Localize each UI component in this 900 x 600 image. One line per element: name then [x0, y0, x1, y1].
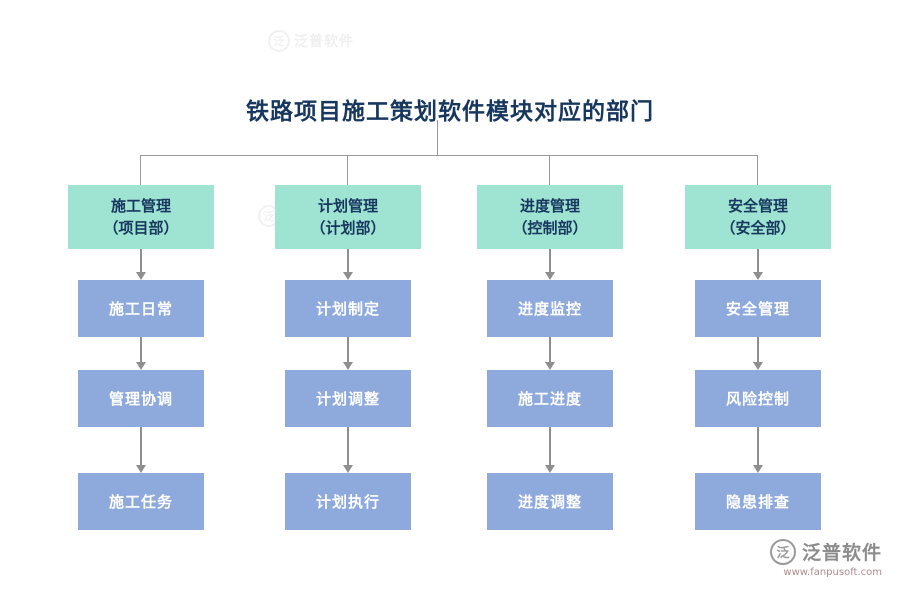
- branch-stub-line: [757, 155, 758, 185]
- branch-horizontal-line: [140, 155, 758, 156]
- module-box: 计划调整: [285, 370, 411, 427]
- dept-header-subtitle: （项目部）: [103, 219, 179, 237]
- column-construction-management: 施工管理 （项目部） 施工日常 管理协调 施工任务: [68, 185, 214, 530]
- dept-header-box: 安全管理 （安全部）: [685, 185, 831, 249]
- dept-header-box: 计划管理 （计划部）: [275, 185, 421, 249]
- background-watermark-icon: 泛 泛普软件: [268, 30, 354, 52]
- fanpu-logo-icon: 泛: [268, 30, 290, 52]
- down-arrow-icon: [343, 427, 353, 473]
- diagram-title: 铁路项目施工策划软件模块对应的部门: [246, 98, 654, 125]
- column-progress-management: 进度管理 （控制部） 进度监控 施工进度 进度调整: [477, 185, 623, 530]
- title-connector-line: [437, 120, 438, 155]
- dept-header-title: 安全管理: [727, 196, 788, 215]
- module-box: 进度调整: [487, 473, 613, 530]
- dept-header-title: 进度管理: [519, 196, 580, 215]
- watermark: 泛 泛普软件 www.fanpusoft.com: [769, 538, 882, 578]
- branch-stub-line: [347, 155, 348, 185]
- down-arrow-icon: [136, 337, 146, 370]
- watermark-url: www.fanpusoft.com: [783, 567, 882, 578]
- dept-header-subtitle: （控制部）: [512, 219, 588, 237]
- column-plan-management: 计划管理 （计划部） 计划制定 计划调整 计划执行: [275, 185, 421, 530]
- down-arrow-icon: [545, 427, 555, 473]
- down-arrow-icon: [545, 337, 555, 370]
- down-arrow-icon: [753, 427, 763, 473]
- module-box: 风险控制: [695, 370, 821, 427]
- down-arrow-icon: [545, 249, 555, 280]
- module-box: 计划执行: [285, 473, 411, 530]
- dept-header-subtitle: （安全部）: [720, 219, 796, 237]
- watermark-brand-faint: 泛普软件: [294, 34, 354, 50]
- down-arrow-icon: [343, 249, 353, 280]
- column-safety-management: 安全管理 （安全部） 安全管理 风险控制 隐患排查: [685, 185, 831, 530]
- module-box: 施工任务: [78, 473, 204, 530]
- watermark-brand: 泛普软件: [801, 542, 882, 564]
- dept-header-box: 进度管理 （控制部）: [477, 185, 623, 249]
- dept-header-box: 施工管理 （项目部）: [68, 185, 214, 249]
- branch-stub-line: [140, 155, 141, 185]
- module-box: 安全管理: [695, 280, 821, 337]
- down-arrow-icon: [136, 249, 146, 280]
- dept-header-title: 计划管理: [317, 196, 378, 215]
- module-box: 进度监控: [487, 280, 613, 337]
- fanpu-logo-icon: 泛: [769, 538, 796, 565]
- module-box: 施工日常: [78, 280, 204, 337]
- down-arrow-icon: [753, 249, 763, 280]
- down-arrow-icon: [343, 337, 353, 370]
- down-arrow-icon: [136, 427, 146, 473]
- module-box: 隐患排查: [695, 473, 821, 530]
- dept-header-subtitle: （计划部）: [310, 219, 386, 237]
- module-box: 管理协调: [78, 370, 204, 427]
- module-box: 计划制定: [285, 280, 411, 337]
- down-arrow-icon: [753, 337, 763, 370]
- branch-stub-line: [549, 155, 550, 185]
- module-box: 施工进度: [487, 370, 613, 427]
- dept-header-title: 施工管理: [110, 196, 171, 215]
